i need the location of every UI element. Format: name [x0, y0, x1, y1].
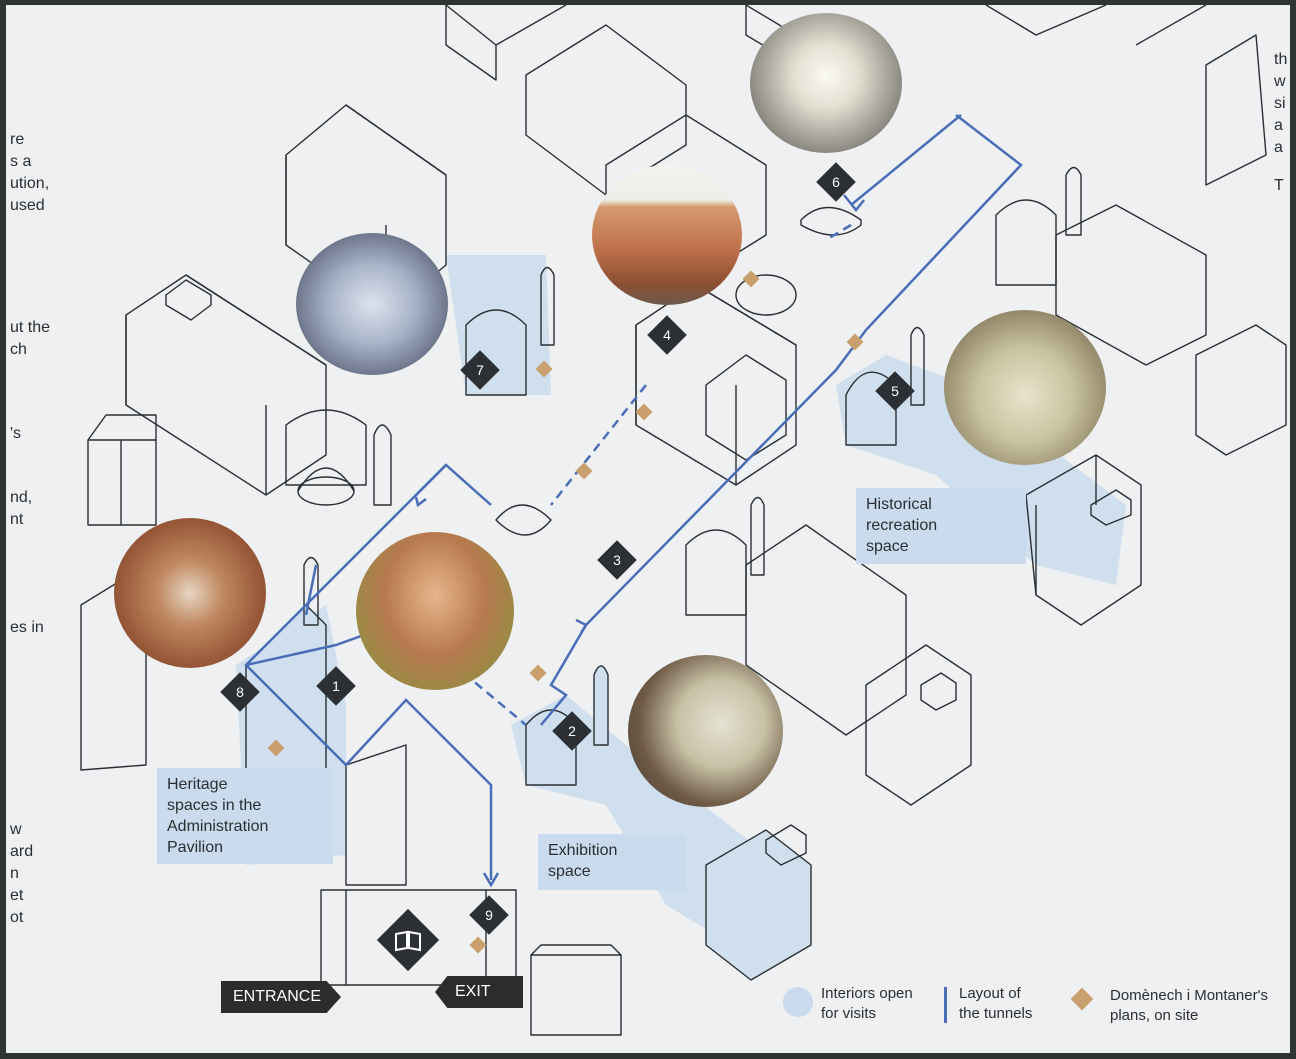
stop-marker-1[interactable]: 1 [316, 666, 356, 706]
exit-button[interactable]: EXIT [435, 976, 523, 1008]
stop-marker-8[interactable]: 8 [220, 672, 260, 712]
photo-exhibition [628, 655, 783, 807]
stop-marker-7[interactable]: 7 [460, 350, 500, 390]
label-heritage-spaces: Heritage spaces in the Administration Pa… [157, 768, 333, 864]
edge-text-left-3: 's [10, 425, 22, 442]
legend-tunnels-label: Layout of the tunnels [959, 985, 1033, 1022]
photo-tunnel-corridor [750, 13, 902, 153]
photo-ward-interior [296, 233, 448, 375]
label-exhibition-space: Exhibition space [538, 834, 686, 890]
edge-text-left-5: es in [10, 619, 44, 636]
guide-marker[interactable] [376, 908, 440, 972]
legend-tunnels-swatch [944, 987, 947, 1023]
photo-admin-ceiling [114, 518, 266, 668]
stop-marker-5[interactable]: 5 [875, 371, 915, 411]
stop-marker-2[interactable]: 2 [552, 711, 592, 751]
book-icon [395, 930, 421, 952]
stop-marker-9[interactable]: 9 [469, 895, 509, 935]
stop-marker-6[interactable]: 6 [816, 162, 856, 202]
legend-plans-label: Domènech i Montaner's plans, on site [1110, 987, 1268, 1024]
stop-marker-3[interactable]: 3 [597, 540, 637, 580]
photo-tunnel-arches [356, 532, 514, 690]
entrance-button[interactable]: ENTRANCE [221, 981, 341, 1013]
photo-pavilion-facade [592, 165, 742, 305]
edge-text-left-4: nd,nt [10, 489, 33, 528]
photo-historical-ward [944, 310, 1106, 465]
label-historical-recreation: Historical recreation space [856, 488, 1026, 564]
legend-interiors-swatch [783, 987, 813, 1017]
legend-interiors-label: Interiors open for visits [821, 985, 913, 1022]
stop-marker-4[interactable]: 4 [647, 315, 687, 355]
